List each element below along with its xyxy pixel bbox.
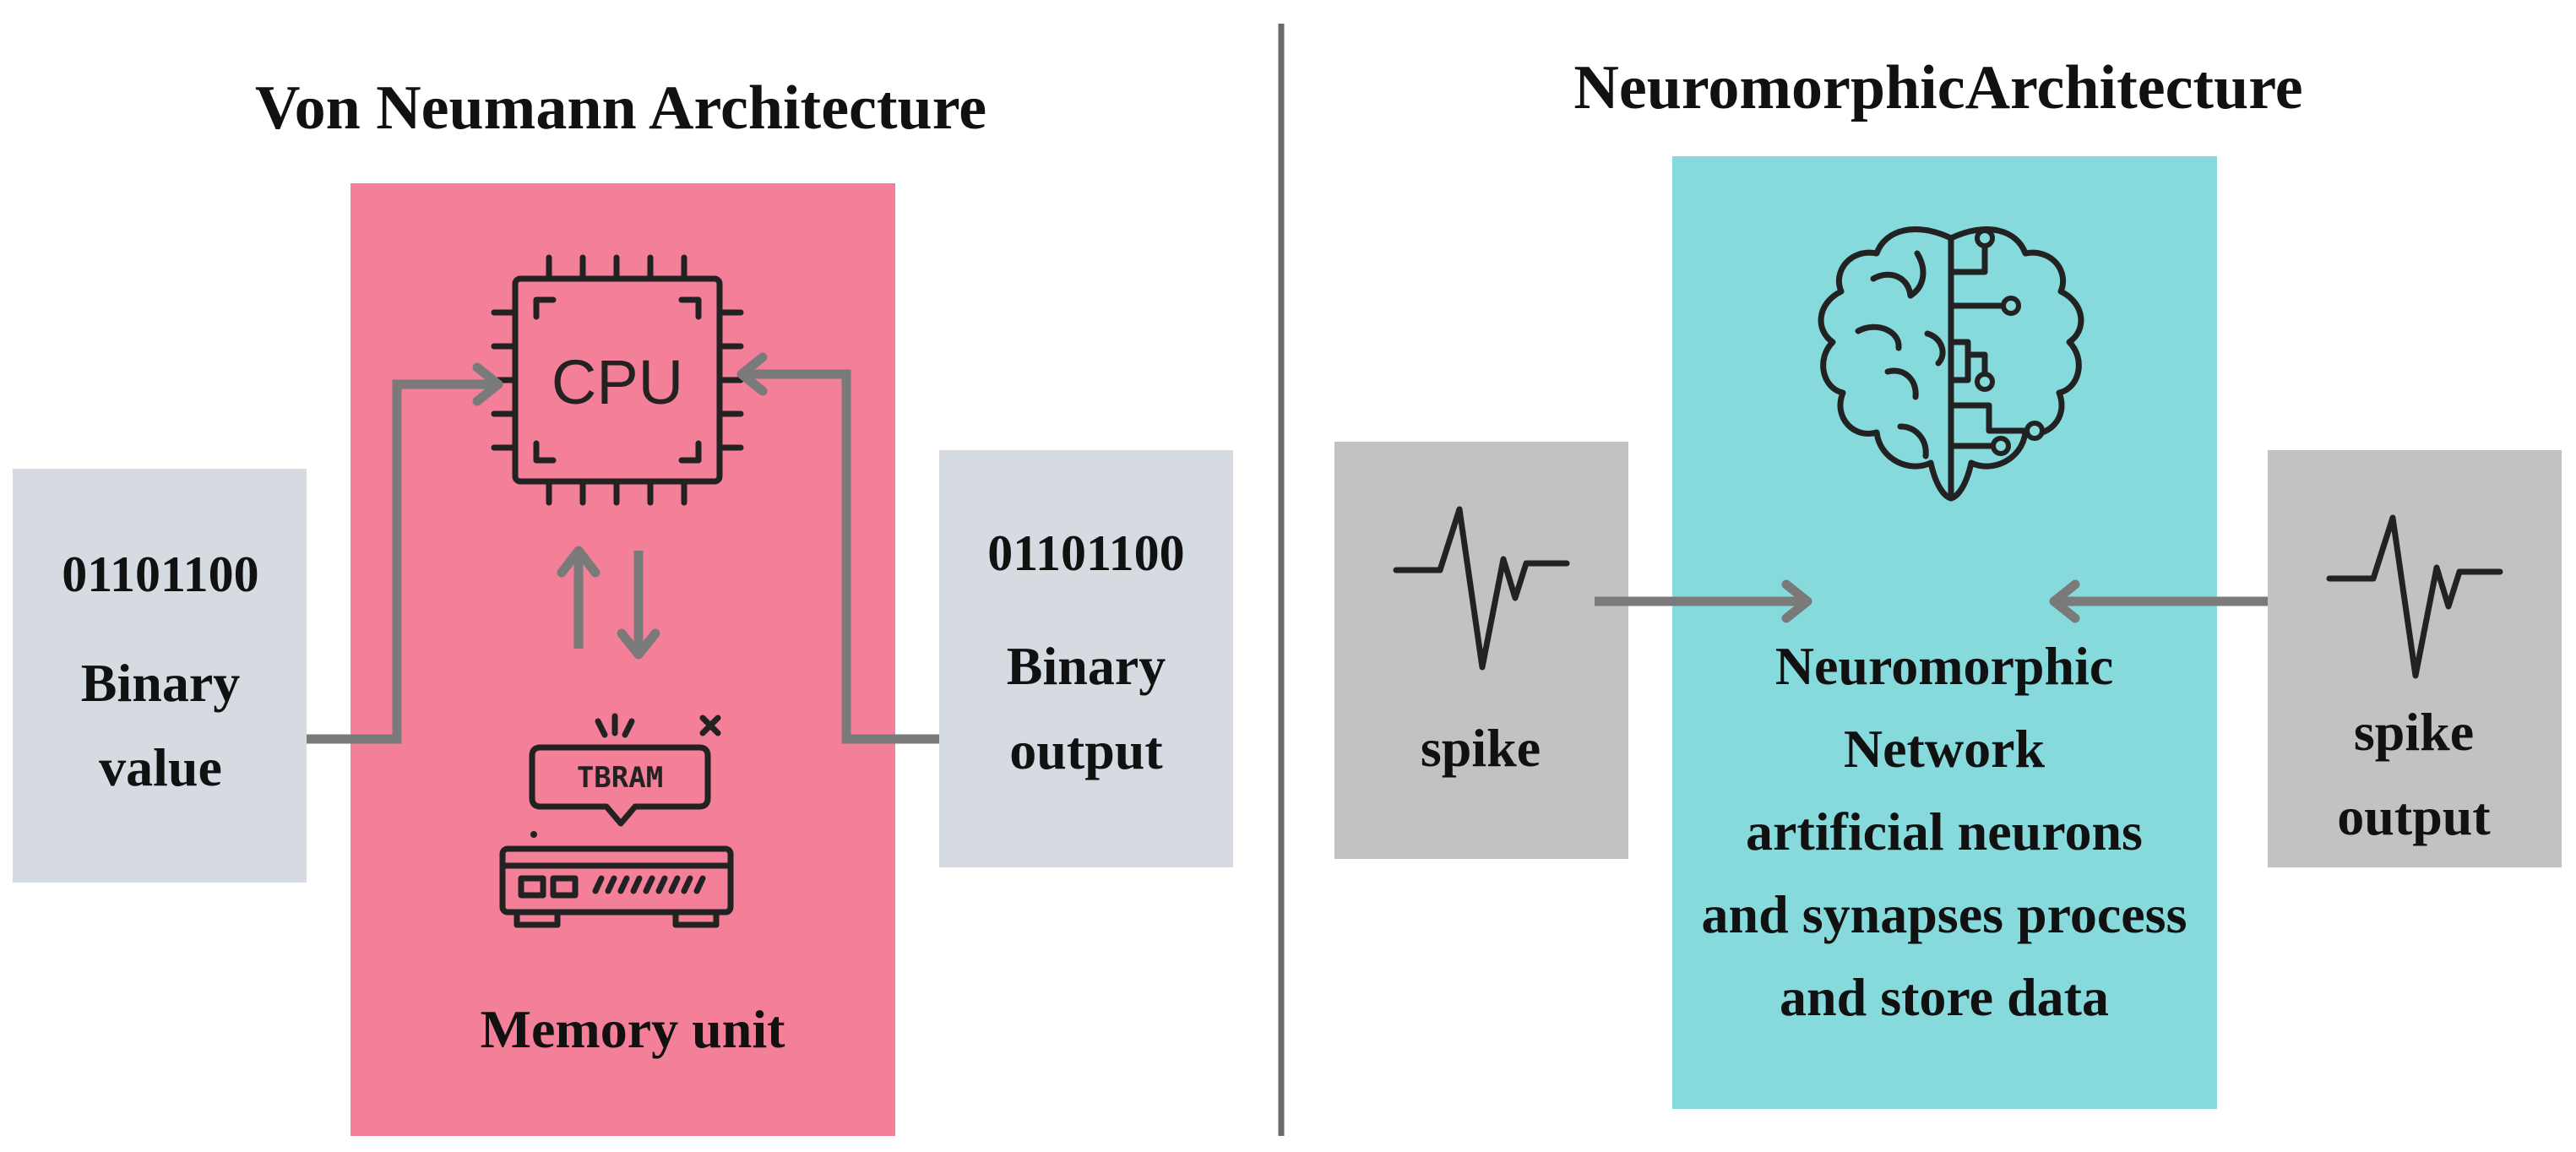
network-line-5: and store data — [1780, 967, 2109, 1027]
brain-circuit-icon — [1818, 226, 2084, 502]
input-to-cpu-arrow — [307, 362, 503, 744]
cpu-chip-icon: CPU — [491, 254, 744, 506]
von-neumann-title: Von Neumann Architecture — [255, 73, 986, 143]
binary-output-box — [939, 450, 1233, 867]
network-line-3: artificial neurons — [1746, 802, 2143, 861]
spike-input-waveform-icon — [1393, 506, 1570, 671]
network-line-1: Neuromorphic — [1775, 636, 2114, 696]
output-to-cpu-arrow — [736, 352, 939, 744]
cpu-memory-exchange-arrows — [557, 546, 660, 660]
spike-output-waveform-icon — [2326, 514, 2503, 679]
spike-input-arrow — [1595, 579, 1812, 623]
spike-output-label-line2: output — [2337, 786, 2491, 846]
binary-input-label-line1: Binary — [81, 653, 240, 713]
binary-output-code: 01101100 — [987, 525, 1184, 581]
cpu-label: CPU — [552, 347, 683, 417]
binary-input-code: 01101100 — [62, 546, 258, 602]
binary-output-label-line1: Binary — [1007, 636, 1166, 696]
memory-unit-label: Memory unit — [481, 999, 786, 1059]
spike-input-label: spike — [1421, 718, 1541, 778]
spike-output-arrow — [2049, 579, 2268, 623]
spike-output-label-line1: spike — [2354, 702, 2474, 762]
neuromorphic-title: NeuromorphicArchitecture — [1573, 53, 2302, 122]
network-line-4: and synapses process — [1702, 884, 2187, 944]
memory-block — [351, 183, 895, 1136]
binary-input-label-line2: value — [99, 737, 222, 797]
ram-label: TBRAM — [577, 761, 663, 795]
ram-module-icon: TBRAM — [499, 713, 734, 928]
neuromorphic-network-description: Neuromorphic Network artificial neurons … — [1702, 636, 2187, 1027]
neuromorphic-network-block — [1672, 156, 2217, 1109]
binary-output-label-line2: output — [1009, 720, 1163, 780]
binary-input-box — [13, 469, 307, 883]
network-line-2: Network — [1844, 719, 2046, 779]
